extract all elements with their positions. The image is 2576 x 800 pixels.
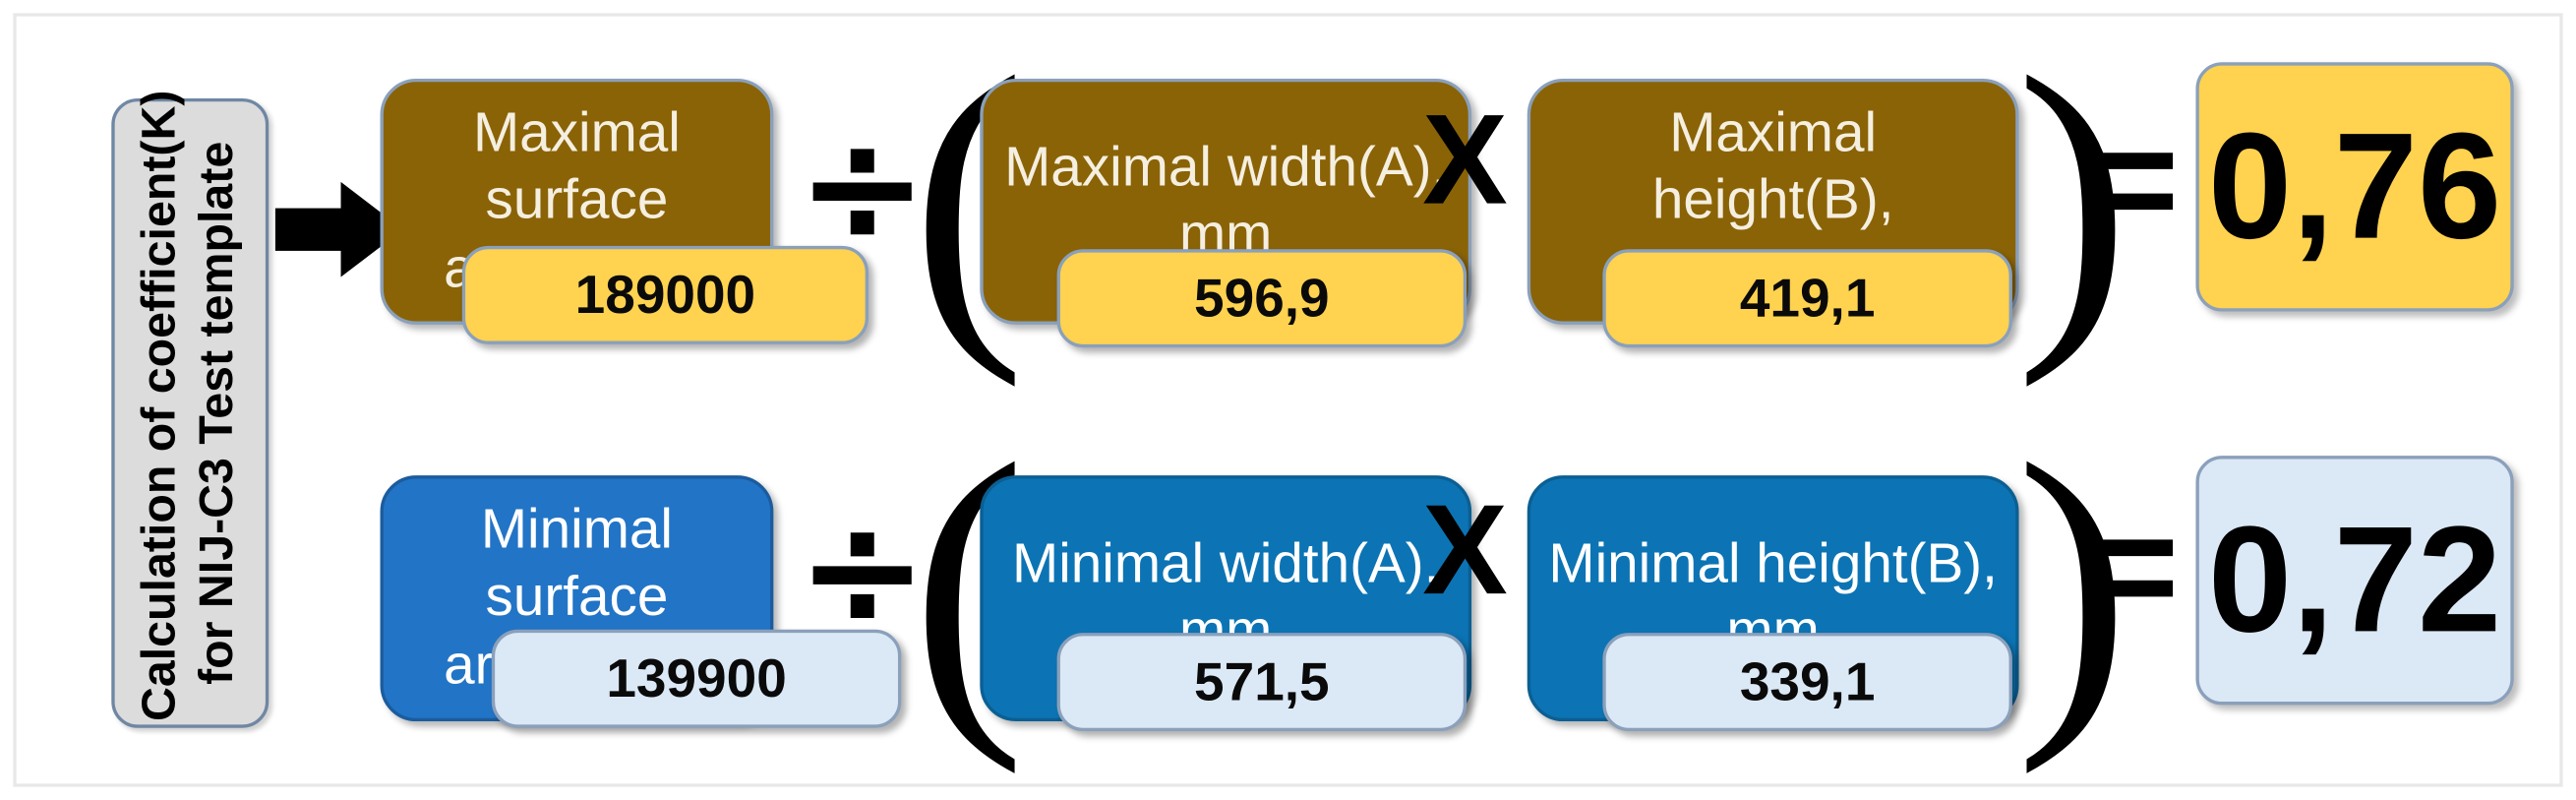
arrow-shaft xyxy=(274,208,351,251)
minimal-coefficient-result: 0,72 xyxy=(2195,456,2514,706)
close-paren-minimal: ) xyxy=(2015,395,2130,776)
maximal-height-label: Maximal height(B), mm xyxy=(1651,100,1894,299)
equals-operator-minimal: = xyxy=(2090,483,2180,651)
times-operator-maximal: X xyxy=(1422,87,1508,231)
minimal-width-value: 571,5 xyxy=(1056,633,1468,732)
equals-operator-maximal: = xyxy=(2090,96,2180,265)
divide-operator-maximal: ÷ xyxy=(796,94,929,279)
diagram-title-box: Calculation of coefficient(K) for NIJ-C3… xyxy=(111,90,270,728)
diagram-title-line2: for NIJ-C3 Test template xyxy=(191,141,245,685)
minimal-surface-area-value: 139900 xyxy=(491,629,902,728)
maximal-height-value: 419,1 xyxy=(1602,249,2012,348)
diagram-title-text: Calculation of coefficient(K) for NIJ-C3… xyxy=(132,90,248,722)
times-operator-minimal: X xyxy=(1422,476,1508,622)
diagram-title-line1: Calculation of coefficient(K) xyxy=(133,90,187,722)
minimal-height-label: Minimal height(B), mm xyxy=(1548,531,1998,663)
minimal-height-value: 339,1 xyxy=(1602,633,2012,732)
maximal-coefficient-result: 0,76 xyxy=(2195,62,2514,312)
close-paren-maximal: ) xyxy=(2015,8,2130,389)
divide-operator-minimal: ÷ xyxy=(796,478,929,663)
maximal-surface-area-value: 189000 xyxy=(461,245,869,344)
maximal-width-value: 596,9 xyxy=(1056,249,1468,348)
